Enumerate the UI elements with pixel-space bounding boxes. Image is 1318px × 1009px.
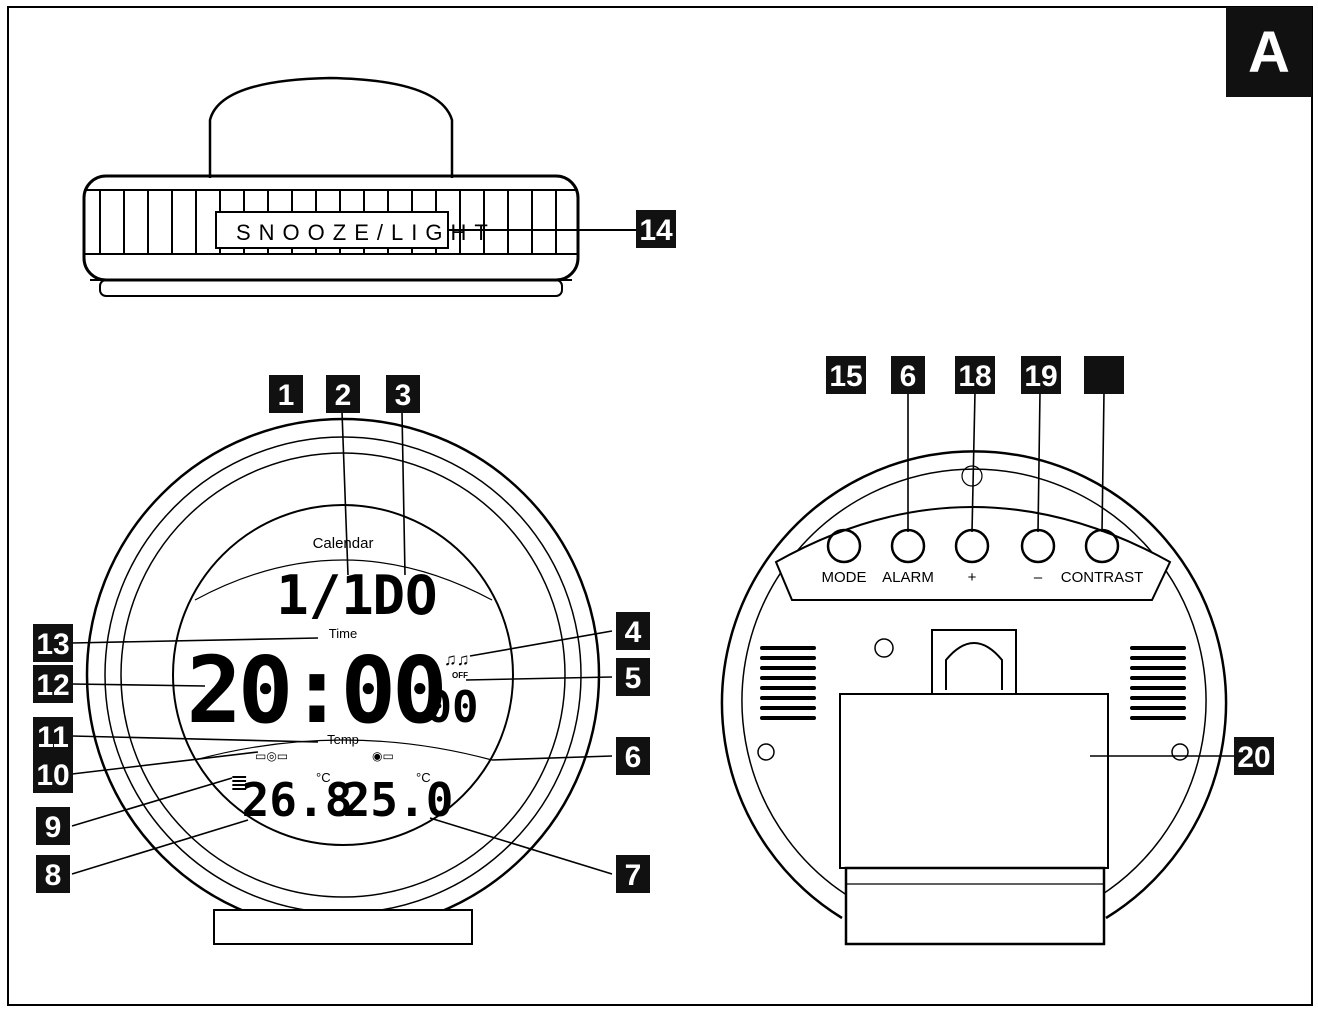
callout-badge-6 <box>616 737 650 775</box>
callout-badge-14 <box>636 210 676 248</box>
back-button-0 <box>826 528 862 564</box>
callout-badge-5 <box>616 658 650 696</box>
callout-badge-10 <box>33 755 73 793</box>
callout-badge-3 <box>386 375 420 413</box>
snooze-light-label: SNOOZE/LIGHT <box>236 220 496 245</box>
sensor-icons: ▭◎▭ <box>255 749 288 763</box>
back-button-label-3: – <box>1034 569 1043 586</box>
callout-badge-20 <box>1234 737 1274 775</box>
callout-badge-18 <box>955 356 995 394</box>
top-view: SNOOZE/LIGHT <box>82 76 640 297</box>
temp-indoor: 26.8 <box>242 773 353 827</box>
front-view: Calendar 1/1 DO Time 20:00 00 ♫♫ OFF Tem… <box>71 411 613 945</box>
callout-badge-8 <box>36 855 70 893</box>
button-panel <box>774 506 1172 601</box>
callout-number: 20 <box>1237 741 1270 774</box>
callout-badge-15 <box>826 356 866 394</box>
time-display: 20:00 <box>187 637 444 744</box>
callout-badge-2 <box>326 375 360 413</box>
callout-number: 4 <box>625 616 642 649</box>
channel-icons: ◉▭ <box>372 749 394 763</box>
callout-badge-9 <box>36 807 70 845</box>
callout-number: 2 <box>335 379 352 412</box>
battery-compartment <box>839 693 1109 869</box>
callout-badge-11 <box>33 717 73 755</box>
figure-letter: A <box>1248 20 1290 85</box>
snooze-light-button <box>215 211 449 249</box>
alarm-bell-icon: ♫♫ <box>444 650 470 669</box>
temp-indoor-unit: °C <box>316 770 331 785</box>
back-stand <box>844 866 1106 946</box>
vents <box>760 646 1186 720</box>
callout-number: 6 <box>625 741 642 774</box>
callout-number: 18 <box>958 360 991 393</box>
temp-outdoor: 25.0 <box>343 773 454 827</box>
back-view: MODE ALARM + – CONTRAST <box>720 391 1236 946</box>
callout-number: 19 <box>1024 360 1057 393</box>
temp-outdoor-unit: °C <box>416 770 431 785</box>
figure-frame <box>7 6 1313 1006</box>
screw-left <box>757 743 775 761</box>
callout-badge-blank <box>1084 356 1124 394</box>
callout-number: 1 <box>278 379 295 412</box>
callout-number: 13 <box>36 628 69 661</box>
screw-hole-top <box>961 465 983 487</box>
callout-badge-19 <box>1021 356 1061 394</box>
screw-right <box>1171 743 1189 761</box>
seconds-display: 00 <box>426 682 479 733</box>
date-display: 1/1 <box>276 564 374 627</box>
back-button-label-2: + <box>968 569 977 586</box>
callout-number: 11 <box>37 721 69 754</box>
callout-badge-1 <box>269 375 303 413</box>
callout-badge-13 <box>33 624 73 662</box>
callout-number: 14 <box>639 214 673 247</box>
callout-number: 8 <box>45 859 62 892</box>
callout-number: 15 <box>829 360 862 393</box>
callout-badge-7 <box>616 855 650 893</box>
back-button-label-4: CONTRAST <box>1061 569 1144 586</box>
front-stand <box>213 909 473 945</box>
callout-number: 12 <box>36 669 69 702</box>
top-view-dome <box>208 76 454 178</box>
alarm-off-label: OFF <box>452 671 468 680</box>
callout-badge-12 <box>33 665 73 703</box>
callout-number: 9 <box>45 811 62 844</box>
callout-number: 10 <box>36 759 69 792</box>
back-button-label-1: ALARM <box>882 569 934 586</box>
callout-number: 6 <box>900 360 917 393</box>
time-label: Time <box>329 626 357 641</box>
figure-letter-badge <box>1226 7 1312 97</box>
callout-number: 3 <box>395 379 412 412</box>
speaker-icon <box>874 638 894 658</box>
battery-latch <box>931 629 1017 695</box>
callout-badge-4 <box>616 612 650 650</box>
back-button-label-0: MODE <box>822 569 867 586</box>
callout-number: 5 <box>625 662 642 695</box>
calendar-label: Calendar <box>313 535 374 552</box>
signal-bars-icon: ≣ <box>230 770 248 795</box>
callout-number: 7 <box>625 859 642 892</box>
front-display-ring <box>172 504 514 846</box>
callout-badge-6 <box>891 356 925 394</box>
